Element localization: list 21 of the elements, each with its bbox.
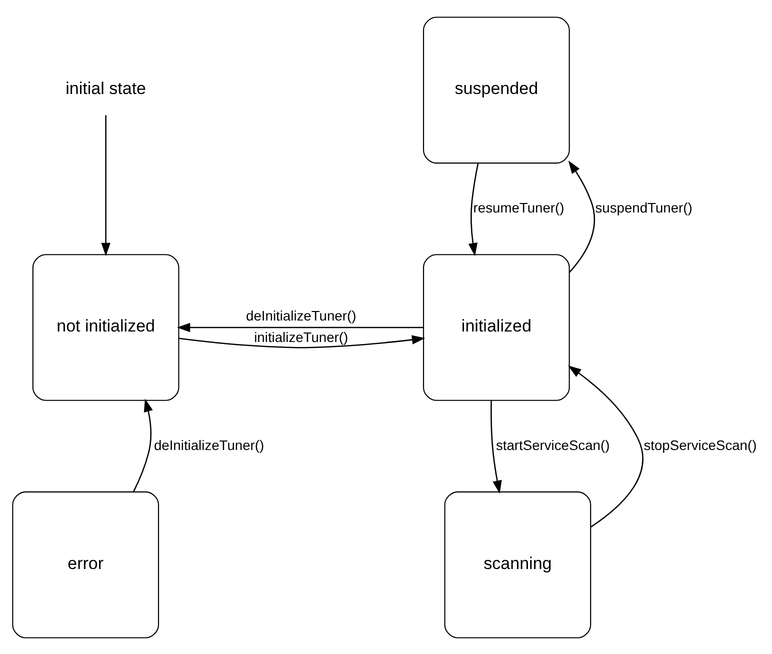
edge-label: resumeTuner() [473,198,564,215]
edge-label: deInitializeTuner() [246,306,356,323]
arrow [178,334,426,348]
edge-label: startServiceScan() [496,436,610,452]
arrow [132,398,153,492]
node-box: suspended [422,16,570,164]
arrow [468,162,479,256]
node-box: error [12,490,160,638]
edge-label: suspendTuner() [595,198,692,215]
node-box: scanning [444,490,592,638]
edge-label: deInitializeTuner() [154,436,264,452]
node-box: not initialized [32,254,180,400]
edge-label: stopServiceScan() [644,436,757,452]
arrow [568,160,595,272]
arrow [568,365,644,527]
edge-label: initializeTuner() [254,328,348,344]
arrow [101,114,110,256]
arrow [490,400,502,494]
arrow [176,322,424,332]
node-box: initialized [422,254,570,400]
node-text: initial state [66,78,146,98]
